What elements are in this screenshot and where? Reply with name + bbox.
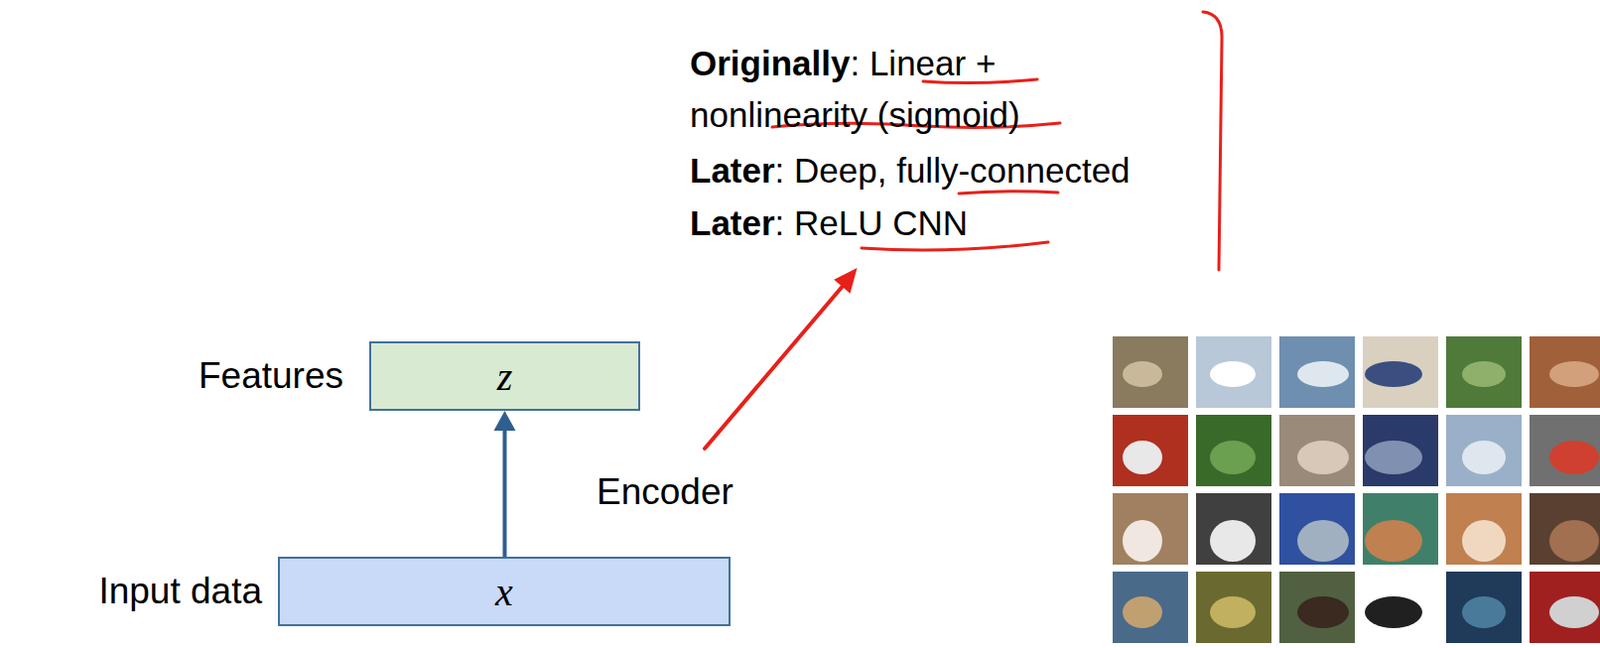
thumbnail [1196, 414, 1272, 487]
thumbnail-object [1364, 520, 1423, 562]
thumbnail-object [1364, 440, 1423, 475]
thumbnail [1362, 493, 1439, 565]
thumbnail [1446, 493, 1522, 565]
label-line: Later: Deep, fully-connected [689, 144, 1131, 197]
thumbnail [1279, 414, 1355, 487]
thumbnail-object [1297, 520, 1349, 562]
label-line: Encoder [596, 466, 734, 519]
callout-arrow [704, 277, 850, 449]
label-line: Originally: Linear + nonlinearity (sigmo… [689, 37, 1127, 141]
thumbnail-object [1549, 361, 1600, 388]
thumbnail [1112, 571, 1189, 644]
box-caption: Features [198, 355, 344, 398]
thumbnail-object [1462, 596, 1506, 629]
thumbnail [1529, 336, 1600, 408]
label-heading: Later [689, 150, 776, 190]
thumbnail-object [1122, 520, 1163, 562]
label-heading: Originally [689, 43, 850, 83]
encoder-arrow [494, 410, 517, 557]
thumbnail [1362, 336, 1439, 408]
thumbnail-object [1122, 596, 1163, 629]
arrowhead [835, 269, 856, 292]
label-line: Later: ReLU CNN [689, 197, 968, 250]
thumbnail-object [1209, 361, 1256, 388]
thumbnail [1279, 336, 1355, 408]
image-grid [1112, 336, 1600, 644]
thumbnail-object [1122, 440, 1163, 475]
feature-box: Featuresz [369, 341, 641, 411]
thumbnail [1446, 414, 1522, 487]
thumbnail-object [1297, 361, 1349, 388]
label-text: Encoder [596, 471, 734, 513]
thumbnail [1529, 493, 1600, 565]
thumbnail-object [1549, 440, 1600, 475]
thumbnail-object [1209, 596, 1256, 629]
thumbnail-object [1549, 520, 1600, 562]
label-text: : ReLU CNN [775, 203, 968, 243]
input-box: Input datax [277, 556, 731, 627]
math-symbol: z [497, 353, 514, 400]
thumbnail-object [1462, 361, 1506, 388]
thumbnail [1362, 571, 1439, 644]
thumbnail [1196, 571, 1272, 644]
thumbnail [1362, 414, 1439, 487]
thumbnail [1112, 336, 1189, 408]
label-heading: Later [689, 203, 776, 243]
thumbnail [1529, 571, 1600, 644]
thumbnail [1446, 571, 1522, 644]
thumbnail [1196, 493, 1272, 565]
thumbnail [1112, 493, 1189, 565]
thumbnail-object [1209, 440, 1256, 475]
underline [861, 242, 1049, 251]
thumbnail [1279, 493, 1355, 565]
thumbnail [1529, 414, 1600, 487]
math-symbol: x [495, 568, 514, 616]
thumbnail-object [1462, 440, 1506, 475]
thumbnail [1112, 414, 1189, 487]
thumbnail-object [1364, 361, 1423, 388]
thumbnail-object [1462, 520, 1506, 562]
thumbnail-object [1549, 596, 1600, 629]
underline [958, 191, 1059, 194]
thumbnail [1196, 336, 1272, 408]
thumbnail [1446, 336, 1522, 408]
thumbnail-object [1209, 520, 1256, 562]
thumbnail-object [1122, 361, 1163, 388]
thumbnail [1279, 571, 1355, 644]
bracket [1202, 11, 1222, 270]
thumbnail-object [1297, 596, 1349, 629]
box-caption: Input data [98, 570, 263, 613]
label-text: : Deep, fully-connected [775, 150, 1131, 190]
thumbnail-object [1364, 596, 1423, 629]
thumbnail-object [1297, 440, 1349, 475]
